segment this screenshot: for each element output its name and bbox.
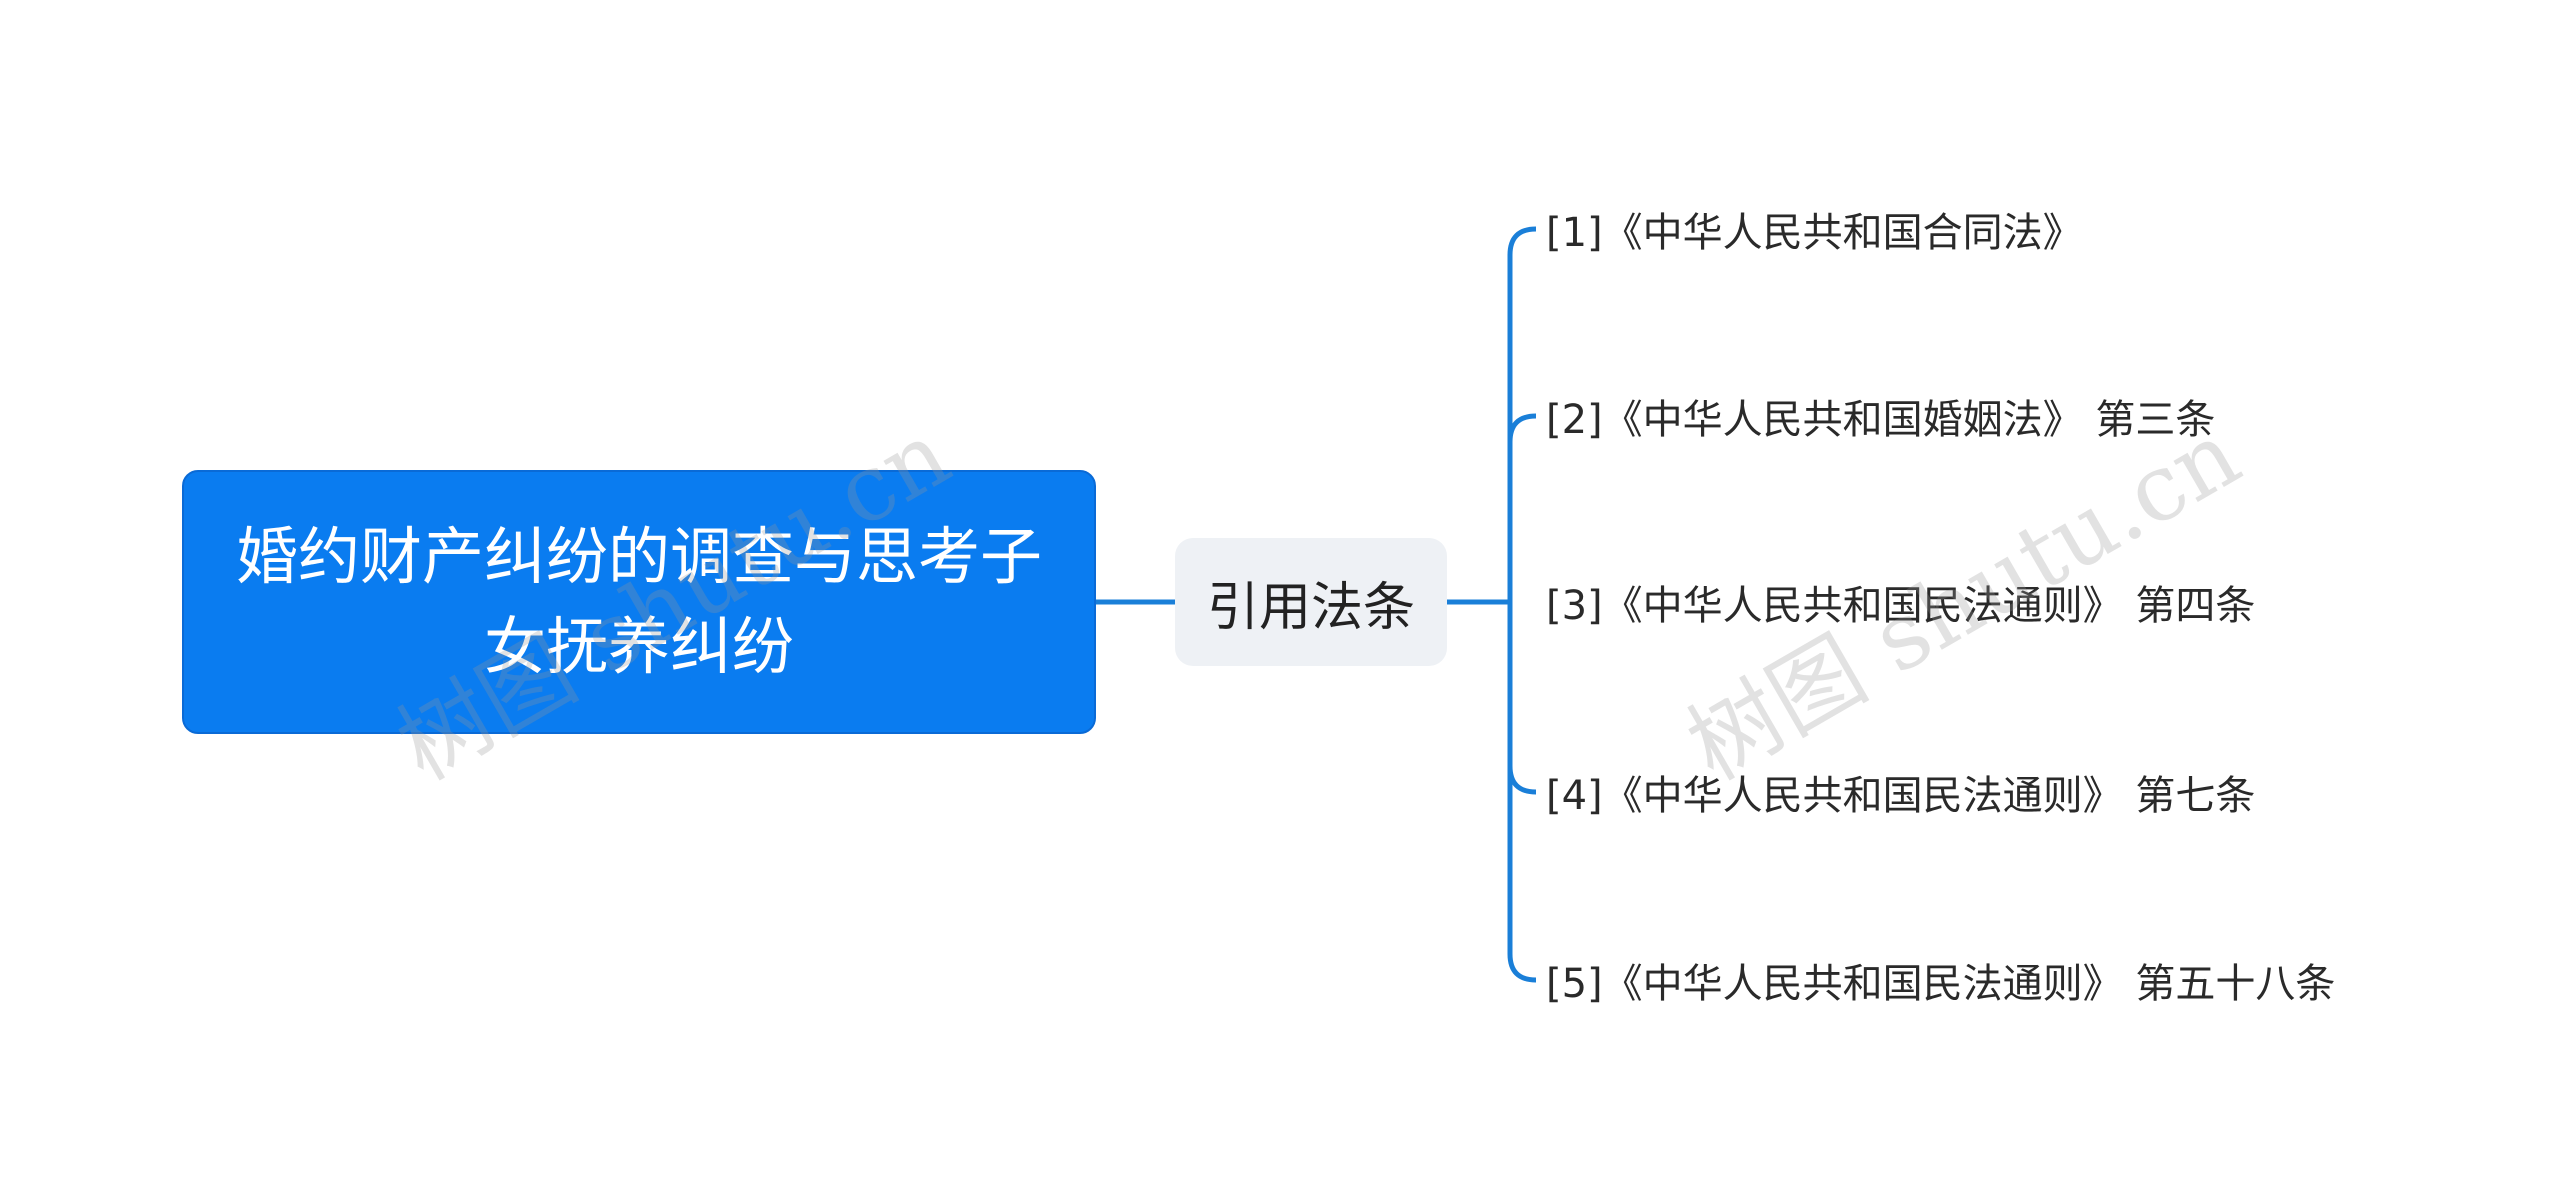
- root-topic-label: 婚约财产纠纷的调查与思考子女抚养纠纷: [235, 520, 1042, 683]
- leaf-topic-3[interactable]: [3]《中华人民共和国民法通则》 第四条: [1546, 572, 2255, 632]
- leaf-topic-1[interactable]: [1]《中华人民共和国合同法》: [1546, 199, 2083, 259]
- leaf-connector-2: [1507, 413, 1537, 443]
- branch-topic-label: 引用法条: [1206, 577, 1415, 638]
- leaf-topic-label: [2]《中华人民共和国婚姻法》 第三条: [1546, 397, 2216, 443]
- root-topic[interactable]: 婚约财产纠纷的调查与思考子女抚养纠纷: [182, 470, 1096, 734]
- leaf-topic-label: [3]《中华人民共和国民法通则》 第四条: [1546, 583, 2256, 629]
- branch-topic[interactable]: 引用法条: [1175, 538, 1447, 666]
- trunk-line: [1507, 226, 1537, 983]
- leaf-topic-label: [5]《中华人民共和国民法通则》 第五十八条: [1546, 961, 2336, 1007]
- leaf-topic-2[interactable]: [2]《中华人民共和国婚姻法》 第三条: [1546, 386, 2215, 446]
- leaf-topic-4[interactable]: [4]《中华人民共和国民法通则》 第七条: [1546, 762, 2255, 822]
- leaf-connector-4: [1507, 765, 1537, 795]
- leaf-topic-5[interactable]: [5]《中华人民共和国民法通则》 第五十八条: [1546, 950, 2335, 1010]
- leaf-topic-label: [1]《中华人民共和国合同法》: [1546, 210, 2083, 256]
- leaf-topic-label: [4]《中华人民共和国民法通则》 第七条: [1546, 773, 2256, 819]
